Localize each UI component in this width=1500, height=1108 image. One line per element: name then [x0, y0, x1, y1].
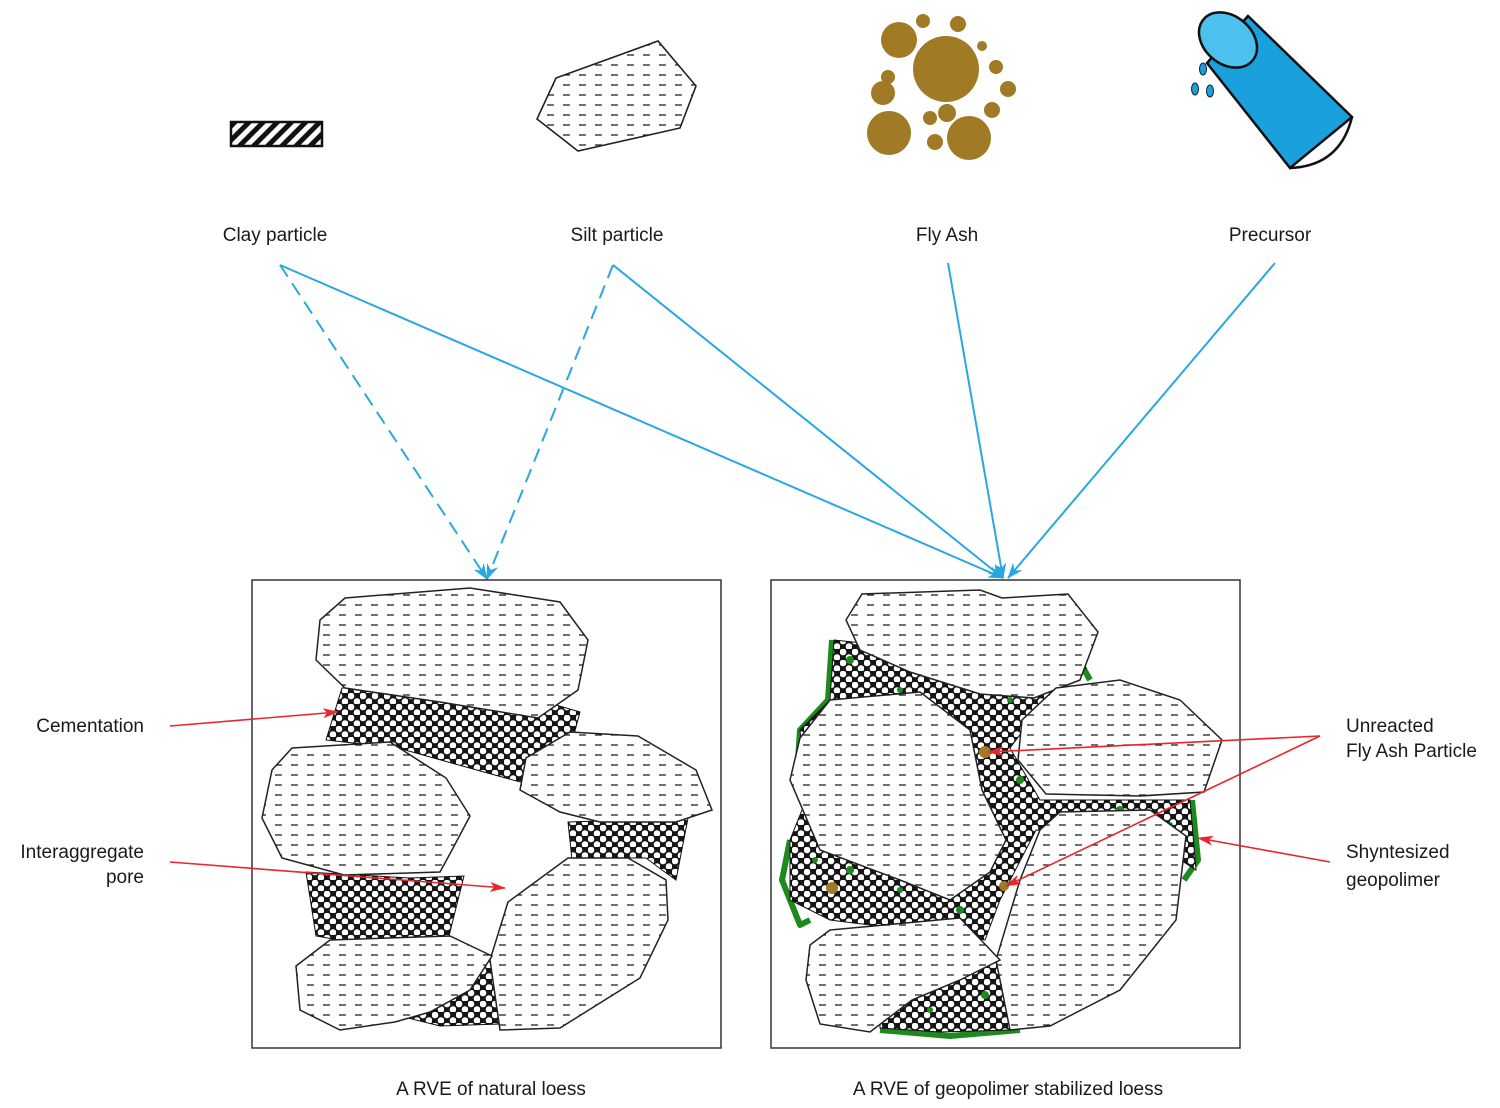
fly-ash-icon [867, 14, 1016, 160]
interaggregate-pore-pointer [169, 861, 506, 892]
cementation-label: Cementation [36, 716, 144, 737]
flyash-to-stabilized-arrow [947, 262, 1007, 579]
clay-particle-label: Clay particle [223, 225, 328, 246]
unreacted-fly-ash-pointer [987, 735, 1321, 757]
natural-loess-panel [251, 579, 722, 1049]
silt-aggregate [261, 741, 471, 876]
silt-aggregate [805, 917, 1002, 1033]
silt-to-stabilized-arrow [612, 264, 1004, 579]
silt-particle-label: Silt particle [571, 225, 664, 246]
connector-arrows [279, 262, 1276, 580]
silt-aggregate [845, 589, 1099, 699]
precursor-to-stabilized-arrow [1007, 262, 1276, 579]
silt-aggregate [315, 587, 589, 719]
silt-aggregate [789, 691, 1007, 901]
unreacted-fly-ash-label-line1: Unreacted [1346, 716, 1434, 737]
unreacted-fly-ash-label-line2: Fly Ash Particle [1346, 741, 1477, 762]
synthesized-geopolymer-label-line1: Shyntesized [1346, 842, 1450, 863]
silt-aggregate [489, 857, 669, 1031]
synthesized-geopolymer-label-line2: geopolimer [1346, 870, 1441, 891]
silt-aggregate [1017, 679, 1223, 797]
precursor-icon [1191, 11, 1354, 170]
stabilized-loess-panel [770, 579, 1241, 1049]
clay-to-stabilized-arrow [279, 264, 1004, 579]
cementation-pointer [169, 708, 339, 727]
silt-aggregate [295, 935, 494, 1031]
silt-aggregate [995, 809, 1187, 1031]
interaggregate-pore-label-line2: pore [106, 867, 144, 888]
silt-aggregate [519, 731, 713, 823]
precursor-label: Precursor [1229, 225, 1312, 246]
clay-particle-icon [229, 120, 324, 148]
synthesized-geopolymer-pointer [1197, 835, 1331, 863]
natural-loess-caption: A RVE of natural loess [396, 1079, 586, 1100]
silt-particle-icon [536, 40, 697, 152]
clay-to-natural-arrow [279, 264, 488, 580]
stabilized-loess-caption: A RVE of geopolimer stabilized loess [853, 1079, 1163, 1100]
unreacted-fly-ash-pointer [1005, 735, 1321, 887]
interaggregate-pore-label-line1: Interaggregate [20, 842, 144, 863]
fly-ash-label: Fly Ash [916, 225, 978, 246]
silt-to-natural-arrow [486, 264, 614, 580]
